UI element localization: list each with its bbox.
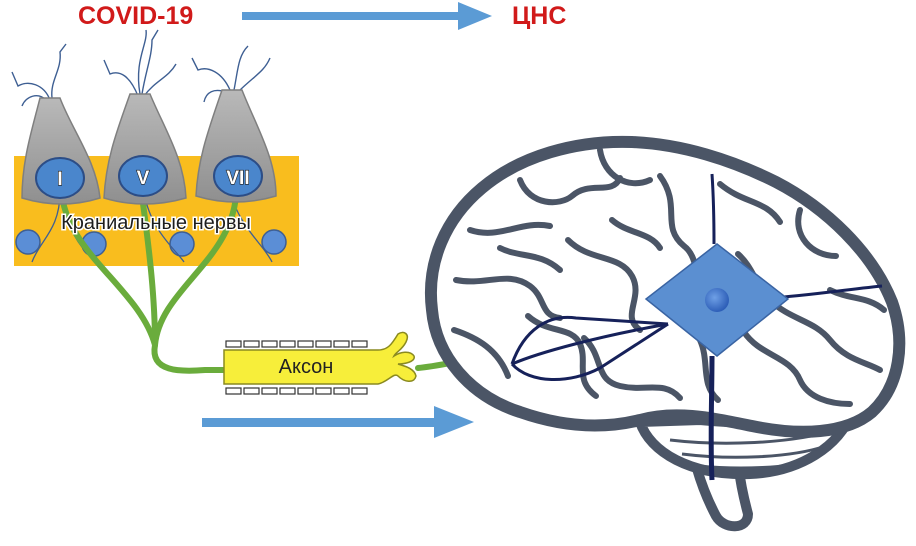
neuron-icon-2: [103, 29, 187, 205]
cranial-nerves-label: Краниальные нервы: [61, 212, 251, 234]
neuron-label-1: I: [57, 169, 62, 190]
brain-stem-pathway: [708, 355, 715, 481]
source-title: COVID-19: [78, 2, 194, 30]
axon-label: Аксон: [279, 356, 334, 378]
target-title: ЦНС: [512, 2, 567, 30]
cns-node-center-icon: [705, 288, 729, 312]
neuron-icon-1: [11, 43, 101, 205]
brain-icon: [425, 135, 906, 532]
neuron-label-3: VII: [226, 168, 249, 189]
axon: [223, 331, 417, 395]
top-arrow-icon: [242, 2, 492, 30]
bottom-arrow-icon: [202, 406, 474, 438]
neuron-label-2: V: [137, 168, 150, 189]
neuron-icon-3: [191, 45, 277, 203]
